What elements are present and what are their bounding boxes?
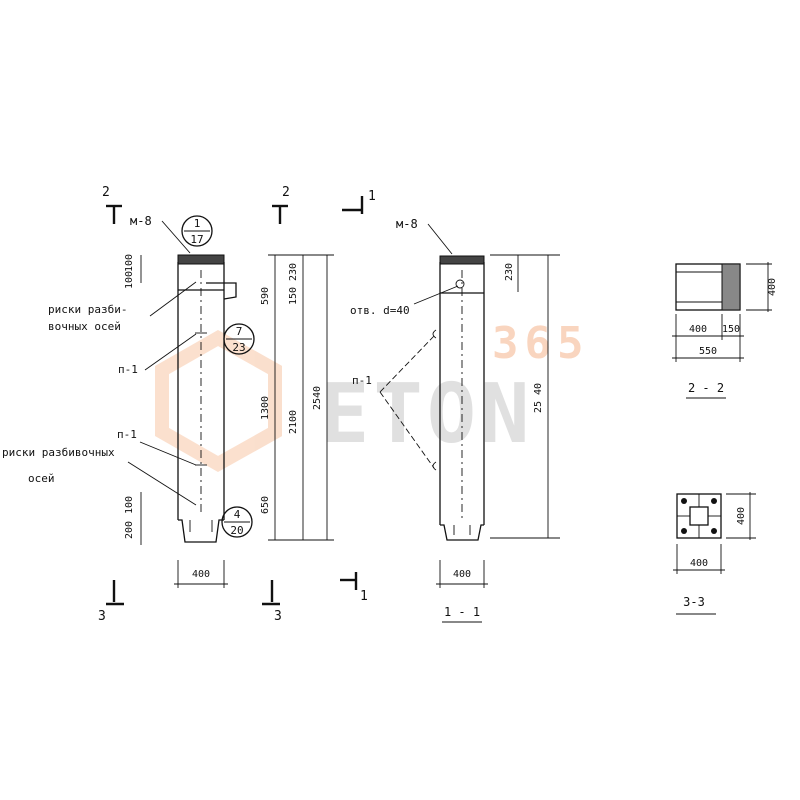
section-mark-3-right: 3: [262, 580, 282, 624]
side-foot: [440, 524, 484, 541]
label-p1-side: п-1: [352, 374, 372, 387]
callout-denominator: 20: [230, 524, 243, 537]
dim-230-side: 230: [504, 263, 515, 281]
dim-400-side: 400: [453, 569, 471, 580]
dim-1300: 1300: [260, 396, 271, 420]
section-mark-label: 2: [282, 185, 290, 200]
label-osei: осей: [28, 472, 55, 485]
dim-400-3-3: 400: [690, 558, 708, 569]
label-riski-long: риски разбивочных: [2, 446, 115, 459]
watermark-number: 365: [492, 318, 589, 369]
label-m8-side: м-8: [396, 217, 418, 231]
section-mark-1-top: 1: [342, 189, 376, 214]
section-mark-3-left: 3: [98, 580, 124, 624]
section-3-3: 400 400 3-3: [673, 492, 756, 615]
callout-denominator: 17: [190, 233, 203, 246]
dim-150-vertical: 150: [288, 287, 299, 305]
dim-590: 590: [260, 287, 271, 305]
dim-230: 230: [288, 263, 299, 281]
title-section-1-1: 1 - 1: [444, 605, 480, 619]
label-riski-line2: вочных осей: [48, 320, 121, 333]
dim-400-2-2: 400: [689, 324, 707, 335]
section-mark-1-bottom: 1: [340, 572, 368, 604]
callout-7-23: 7 23: [223, 323, 255, 355]
dim-400-3-3-vert: 400: [736, 507, 747, 525]
side-view: 230 25 40 400: [432, 254, 560, 588]
side-column-head: [439, 255, 485, 265]
label-p1-front-2: п-1: [117, 428, 137, 441]
watermark: 365 ETON: [155, 318, 589, 473]
dim-400-front: 400: [192, 569, 210, 580]
section-mark-label: 1: [360, 589, 368, 604]
dim-650: 650: [260, 496, 271, 514]
dim-100-top-a: 100: [124, 254, 135, 272]
front-view: 100 100 100 200 590 1300 650 230 150 210…: [124, 254, 334, 588]
section-2-2: 400 400 150 550 2 - 2: [672, 262, 778, 399]
column-head: [177, 254, 225, 265]
dim-100-top-b: 100: [124, 271, 135, 289]
dim-100-bottom: 100: [124, 496, 135, 514]
label-m8-front: м-8: [130, 214, 152, 228]
section-mark-2-right: 2: [272, 185, 290, 224]
dim-2540: 2540: [312, 386, 323, 410]
dim-400-2-2-vert: 400: [767, 278, 778, 296]
dim-550-2-2: 550: [699, 346, 717, 357]
bracket: [206, 282, 237, 300]
label-riski-line1: риски разби-: [48, 303, 127, 316]
callout-denominator: 23: [232, 341, 245, 354]
callout-4-20: 4 20: [221, 506, 253, 538]
title-section-3-3: 3-3: [683, 595, 705, 609]
label-otv: отв. d=40: [350, 304, 410, 317]
dim-2540-side: 25 40: [533, 383, 544, 413]
section-mark-label: 3: [98, 609, 106, 624]
section-mark-label: 2: [102, 185, 110, 200]
section-mark-2-left: 2: [102, 185, 122, 224]
dim-150-2-2: 150: [722, 324, 740, 335]
dim-200-bottom: 200: [124, 521, 135, 539]
label-p1-front: п-1: [118, 363, 138, 376]
section-mark-label: 1: [368, 189, 376, 204]
column-foot: [178, 519, 224, 543]
callout-numerator: 4: [234, 508, 241, 521]
watermark-logo-icon: [155, 329, 282, 473]
callout-numerator: 1: [194, 217, 201, 230]
title-section-2-2: 2 - 2: [688, 381, 724, 395]
callout-1-17: 1 17: [181, 215, 213, 247]
watermark-text: ETON: [320, 367, 533, 462]
callout-numerator: 7: [236, 325, 243, 338]
section-mark-label: 3: [274, 609, 282, 624]
dim-2100: 2100: [288, 410, 299, 434]
